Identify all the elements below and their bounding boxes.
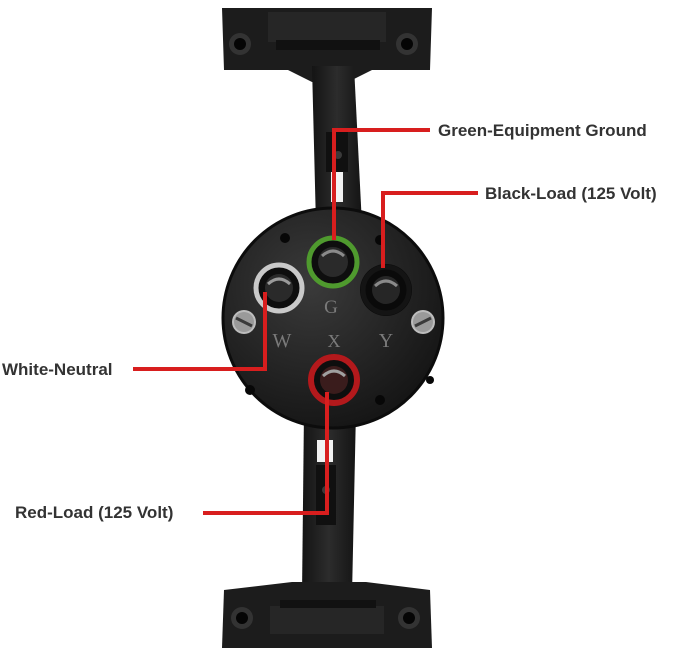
black-load-label: Black-Load (125 Volt) (485, 184, 657, 203)
ground-label: Green-Equipment Ground (438, 121, 647, 140)
leader-lines (133, 128, 478, 515)
right-terminal-screw (411, 310, 435, 334)
bottom-mounting-bracket (222, 582, 432, 648)
receptacle-face: G W X Y (221, 206, 445, 430)
face-letter-g: G (324, 297, 338, 318)
face-letter-y: Y (379, 330, 393, 352)
neutral-terminal (253, 262, 305, 314)
red-load-label: Red-Load (125 Volt) (15, 503, 174, 522)
top-right-screw-hole (396, 33, 418, 55)
neutral-label: White-Neutral (2, 360, 113, 379)
face-letter-x: X (328, 331, 341, 351)
top-left-screw-hole (229, 33, 251, 55)
bottom-right-screw-hole (398, 607, 420, 629)
black-load-terminal (360, 264, 412, 316)
bottom-left-screw-hole (231, 607, 253, 629)
red-load-leader-line (203, 392, 329, 515)
face-letter-w: W (273, 330, 292, 352)
left-terminal-screw (232, 310, 256, 334)
red-load-terminal (308, 354, 360, 406)
top-strap (312, 66, 362, 225)
neutral-leader-line (133, 292, 267, 371)
ground-terminal (306, 235, 360, 289)
ground-leader-line (332, 128, 430, 240)
black-load-leader-line (381, 191, 478, 268)
top-mounting-bracket (222, 8, 432, 82)
